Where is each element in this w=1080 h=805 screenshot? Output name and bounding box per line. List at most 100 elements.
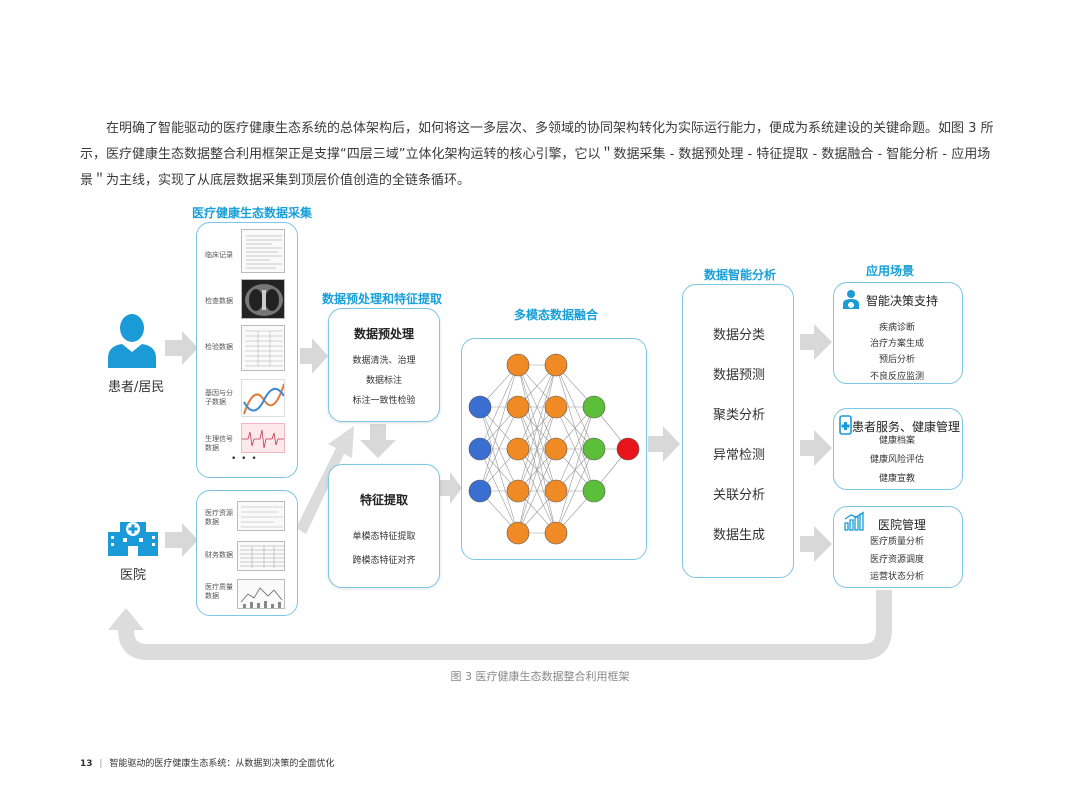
patient-item-label: 临床记录 [205, 251, 233, 259]
clinical-record-thumbnail [241, 229, 285, 273]
nn-node [506, 521, 530, 545]
ct-scan-icon [245, 284, 283, 316]
patient-data-panel: 临床记录 检查数据 检验数据 基因与分子数据 生理信号数据 • • • [196, 222, 298, 478]
preprocess-panel: 数据预处理 数据清洗、治理 数据标注 标注一致性检验 [328, 308, 440, 422]
patient-item-label: 检查数据 [205, 297, 233, 305]
analysis-item: 关联分析 [712, 488, 765, 503]
nn-node [544, 395, 568, 419]
nn-edge [517, 364, 557, 534]
nn-node [468, 479, 492, 503]
nn-edge [555, 406, 595, 534]
arrow-app1 [800, 324, 832, 360]
nn-node [506, 353, 530, 377]
preprocess-heading: 数据预处理 [353, 327, 414, 341]
table-icon [240, 545, 284, 568]
analysis-item: 异常检测 [712, 448, 765, 463]
nn-node [582, 479, 606, 503]
figure-caption: 图 3 医疗健康生态数据整合利用框架 [450, 670, 630, 683]
intro-paragraph: 在明确了智能驱动的医疗健康生态系统的总体架构后，如何将这一多层次、多领域的协同架… [80, 121, 994, 188]
app-heading: 患者服务、健康管理 [852, 420, 961, 434]
preprocess-item: 标注一致性检验 [352, 396, 416, 406]
ecg-icon [242, 429, 284, 449]
footer-divider: | [99, 759, 103, 769]
arrow-app3 [800, 526, 832, 562]
patient-label: 患者/居民 [108, 380, 165, 395]
arrow-app2 [800, 430, 832, 466]
patient-item-label: 检验数据 [205, 343, 233, 351]
app-item: 健康档案 [878, 436, 915, 446]
nn-edge [479, 364, 519, 450]
apps-title: 应用场景 [866, 264, 915, 278]
app-item: 治疗方案生成 [869, 339, 924, 349]
preprocess-item: 数据标注 [365, 376, 402, 386]
nn-edge [555, 406, 595, 492]
doctor-icon [843, 290, 859, 309]
feature-item: 单模态特征提取 [352, 532, 416, 542]
nn-node [506, 437, 530, 461]
app-card-hospital-management: 医院管理 [833, 506, 963, 588]
nn-node [506, 479, 530, 503]
analysis-item: 聚类分析 [712, 408, 765, 423]
nn-node [544, 437, 568, 461]
app-card-patient-service: 患者服务、健康管理 [833, 408, 963, 490]
hospital-icon [108, 522, 158, 556]
feature-item: 跨模态特征对齐 [352, 556, 416, 566]
nn-edge [479, 364, 519, 492]
analysis-title: 数据智能分析 [704, 268, 777, 282]
dna-icon [243, 383, 284, 415]
fusion-title: 多模态数据融合 [514, 308, 599, 322]
nn-node [506, 395, 530, 419]
quality-chart-thumbnail [237, 579, 285, 609]
neural-network-diagram [468, 353, 640, 545]
finance-table-thumbnail [237, 541, 285, 571]
analysis-item: 数据生成 [712, 528, 765, 543]
lab-table-thumbnail [241, 325, 285, 371]
nn-node [544, 353, 568, 377]
arrow-collect-pre [300, 338, 328, 374]
feature-heading: 特征提取 [359, 493, 408, 507]
bar-chart-icon [844, 511, 865, 531]
page-footer: 13 | 智能驱动的医疗健康生态系统：从数据到决策的全面优化 [80, 756, 334, 769]
dna-thumbnail [241, 379, 285, 417]
analysis-panel [682, 284, 794, 578]
page-number: 13 [80, 759, 93, 769]
app-heading: 智能决策支持 [866, 294, 939, 308]
arrow-patient [165, 331, 198, 365]
arrow-fusion-analysis [648, 426, 680, 462]
arrow-pre-feat [360, 424, 396, 458]
hospital-data-panel: 医疗资源数据 财务数据 医疗质量数据 [196, 490, 298, 616]
hospital-item-label: 财务数据 [205, 551, 233, 559]
nn-edge [517, 406, 557, 534]
app-item: 运营状态分析 [869, 572, 924, 582]
nn-node [582, 437, 606, 461]
app-item: 疾病诊断 [878, 323, 915, 333]
patient-icon [108, 314, 156, 368]
hospital-item-label: 医疗质量数据 [205, 583, 233, 600]
app-item: 不良反应监测 [869, 372, 924, 382]
app-heading: 医院管理 [878, 518, 927, 532]
ecg-thumbnail [241, 423, 285, 453]
nn-edge [517, 364, 557, 450]
phone-health-icon [839, 415, 852, 435]
chart-icon [240, 587, 283, 608]
app-item: 医疗质量分析 [869, 537, 924, 547]
hospital-item-label: 医疗资源数据 [205, 509, 233, 526]
fusion-panel [461, 338, 647, 560]
nn-node [582, 395, 606, 419]
nn-edge [517, 448, 557, 534]
app-card-decision: 智能决策支持 [833, 282, 963, 384]
doc-lines-icon [246, 235, 282, 269]
analysis-item: 数据预测 [712, 368, 765, 383]
patient-item-label: 基因与分子数据 [205, 389, 233, 406]
loop-arrow-head [108, 608, 144, 630]
arrow-feat-fusion [440, 472, 462, 504]
footer-text: 智能驱动的医疗健康生态系统：从数据到决策的全面优化 [109, 759, 335, 769]
arrow-diagonal [296, 426, 354, 534]
resource-doc-thumbnail [237, 501, 285, 531]
nn-node [616, 437, 640, 461]
feature-panel: 特征提取 单模态特征提取 跨模态特征对齐 [328, 464, 440, 588]
analysis-item: 数据分类 [712, 328, 765, 343]
nn-node [544, 521, 568, 545]
table-icon [245, 330, 283, 367]
